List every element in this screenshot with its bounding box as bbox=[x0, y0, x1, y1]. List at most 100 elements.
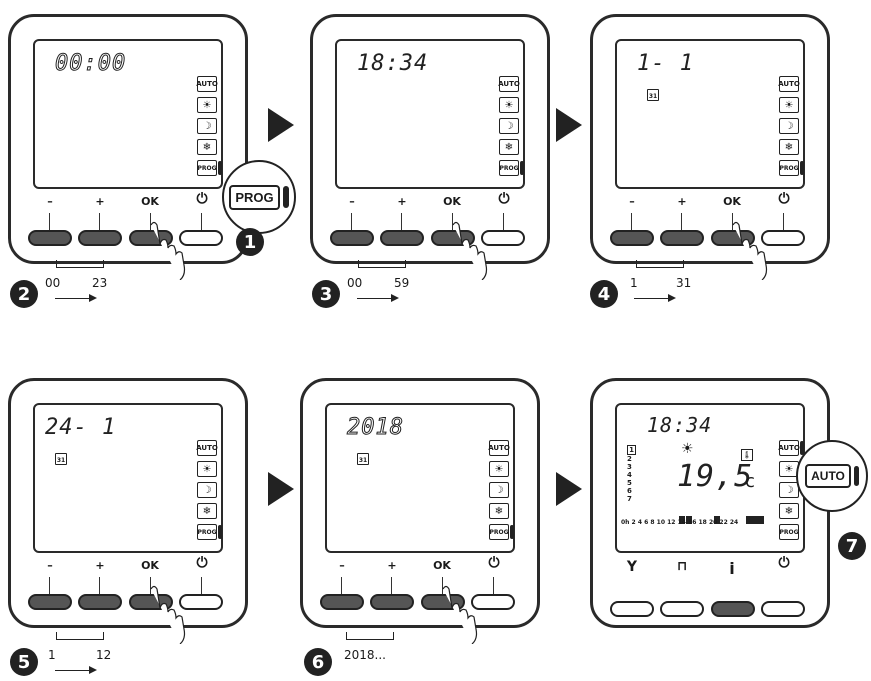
auto-mode-icon: AUTO bbox=[488, 440, 510, 456]
moon-icon: ☽ bbox=[489, 482, 509, 498]
time-display: 18:34 bbox=[357, 51, 429, 76]
power-label: ⏻ bbox=[488, 555, 500, 571]
ok-label: OK bbox=[433, 559, 451, 572]
day-7: 7 bbox=[627, 495, 632, 503]
step-6-badge: 6 bbox=[304, 648, 332, 676]
sun-icon: ☀ bbox=[779, 461, 799, 477]
range-start: 1 bbox=[48, 648, 56, 662]
lcd-screen: 2018 31 AUTO ☀ ☽ ❄ PROG bbox=[325, 403, 515, 553]
range-start: 1 bbox=[630, 276, 638, 290]
ok-label: OK bbox=[723, 195, 741, 208]
range-start: 00 bbox=[45, 276, 61, 290]
time-display: 00:00 bbox=[54, 51, 127, 77]
range-end: 12 bbox=[96, 648, 112, 662]
mode-icons: AUTO ☀ ☽ ❄ PROG bbox=[778, 76, 804, 181]
minus-button[interactable] bbox=[320, 594, 364, 610]
temperature-display: 19,5 bbox=[677, 459, 754, 494]
button-1[interactable] bbox=[610, 601, 654, 617]
prog-zoom-callout: PROG bbox=[222, 160, 296, 234]
power-button[interactable] bbox=[761, 601, 805, 617]
thermostat-panel-step-2: 00:00 AUTO ☀ ☽ ❄ PROG – + OK ⏻ bbox=[8, 14, 248, 264]
calendar-icon: 31 bbox=[357, 453, 369, 465]
date-display: 24- 1 bbox=[45, 415, 117, 440]
ok-label: OK bbox=[141, 195, 159, 208]
range-end: 23 bbox=[92, 276, 108, 290]
power-button[interactable] bbox=[481, 230, 525, 246]
plus-label: + bbox=[677, 195, 687, 208]
power-button[interactable] bbox=[761, 230, 805, 246]
temperature-unit: c bbox=[745, 471, 755, 492]
plus-label: + bbox=[397, 195, 407, 208]
range-end: 59 bbox=[394, 276, 410, 290]
plus-button[interactable] bbox=[370, 594, 414, 610]
calendar-icon: 31 bbox=[647, 89, 659, 101]
prog-mode-icon: PROG bbox=[779, 524, 799, 540]
snowflake-icon: ❄ bbox=[499, 139, 519, 155]
prog-mode-icon: PROG bbox=[197, 160, 222, 176]
info-button[interactable] bbox=[711, 601, 755, 617]
year-display: 2018 bbox=[347, 415, 404, 441]
step-2-badge: 2 bbox=[10, 280, 38, 308]
lcd-screen: 00:00 AUTO ☀ ☽ ❄ PROG bbox=[33, 39, 223, 189]
sun-icon: ☀ bbox=[489, 461, 509, 477]
lcd-screen: 1- 1 31 AUTO ☀ ☽ ❄ PROG bbox=[615, 39, 805, 189]
snowflake-icon: ❄ bbox=[779, 139, 799, 155]
plus-button[interactable] bbox=[78, 594, 122, 610]
power-button[interactable] bbox=[179, 230, 223, 246]
moon-icon: ☽ bbox=[197, 482, 217, 498]
plus-button[interactable] bbox=[660, 230, 704, 246]
thermostat-panel-step-6: 2018 31 AUTO ☀ ☽ ❄ PROG – + OK ⏻ bbox=[300, 378, 540, 628]
power-button[interactable] bbox=[179, 594, 223, 610]
next-arrow bbox=[268, 108, 294, 142]
hand-icon bbox=[442, 585, 478, 644]
hand-icon bbox=[732, 221, 768, 280]
mode-icons: AUTO ☀ ☽ ❄ PROG bbox=[196, 76, 222, 181]
auto-mode-icon: AUTO bbox=[498, 76, 520, 92]
button-2[interactable] bbox=[660, 601, 704, 617]
time-display: 18:34 bbox=[647, 413, 713, 437]
snowflake-icon: ❄ bbox=[197, 139, 217, 155]
info-icon: i bbox=[729, 559, 735, 578]
minus-button[interactable] bbox=[28, 594, 72, 610]
next-arrow bbox=[556, 108, 582, 142]
minus-button[interactable] bbox=[330, 230, 374, 246]
minus-button[interactable] bbox=[610, 230, 654, 246]
thermostat-panel-step-4: 1- 1 31 AUTO ☀ ☽ ❄ PROG – + OK ⏻ bbox=[590, 14, 830, 264]
auto-mode-icon: AUTO bbox=[196, 76, 218, 92]
calendar-icon: 31 bbox=[55, 453, 67, 465]
power-label: ⏻ bbox=[498, 191, 510, 207]
plus-label: + bbox=[387, 559, 397, 572]
day-6: 6 bbox=[627, 487, 632, 495]
thermostat-panel-final: 18:34 1 2 3 4 5 6 7 ☀ 🌡 19,5 c 0h 2 4 6 … bbox=[590, 378, 830, 628]
plus-button[interactable] bbox=[78, 230, 122, 246]
prog-mode-icon: PROG bbox=[779, 160, 804, 176]
hand-icon bbox=[150, 585, 186, 644]
prog-mode-icon: PROG bbox=[197, 524, 222, 540]
day-list: 1 2 3 4 5 6 7 bbox=[627, 445, 636, 503]
minus-label: – bbox=[629, 195, 635, 208]
prog-mode-icon: PROG bbox=[489, 524, 514, 540]
mode-icons: AUTO ☀ ☽ ❄ PROG bbox=[196, 440, 222, 545]
minus-button[interactable] bbox=[28, 230, 72, 246]
direction-arrow bbox=[634, 293, 676, 303]
plus-button[interactable] bbox=[380, 230, 424, 246]
direction-arrow bbox=[55, 665, 97, 675]
step-7-badge: 7 bbox=[838, 532, 866, 560]
power-label: ⏻ bbox=[778, 555, 790, 571]
range-end: 31 bbox=[676, 276, 692, 290]
minus-label: – bbox=[349, 195, 355, 208]
sun-icon: ☀ bbox=[681, 441, 694, 457]
hour-axis: 0h 2 4 6 8 10 12 14 16 18 20 22 24 bbox=[621, 519, 739, 526]
day-4: 4 bbox=[627, 471, 632, 479]
auto-zoom-callout: AUTO bbox=[796, 440, 868, 512]
sun-icon: ☀ bbox=[197, 461, 217, 477]
power-label: ⏻ bbox=[196, 555, 208, 571]
glass-icon: Y bbox=[626, 559, 638, 575]
lcd-screen: 24- 1 31 AUTO ☀ ☽ ❄ PROG bbox=[33, 403, 223, 553]
range-start: 00 bbox=[347, 276, 363, 290]
power-button[interactable] bbox=[471, 594, 515, 610]
day-3: 3 bbox=[627, 463, 632, 471]
hand-icon bbox=[150, 221, 186, 280]
next-arrow bbox=[556, 472, 582, 506]
moon-icon: ☽ bbox=[779, 118, 799, 134]
